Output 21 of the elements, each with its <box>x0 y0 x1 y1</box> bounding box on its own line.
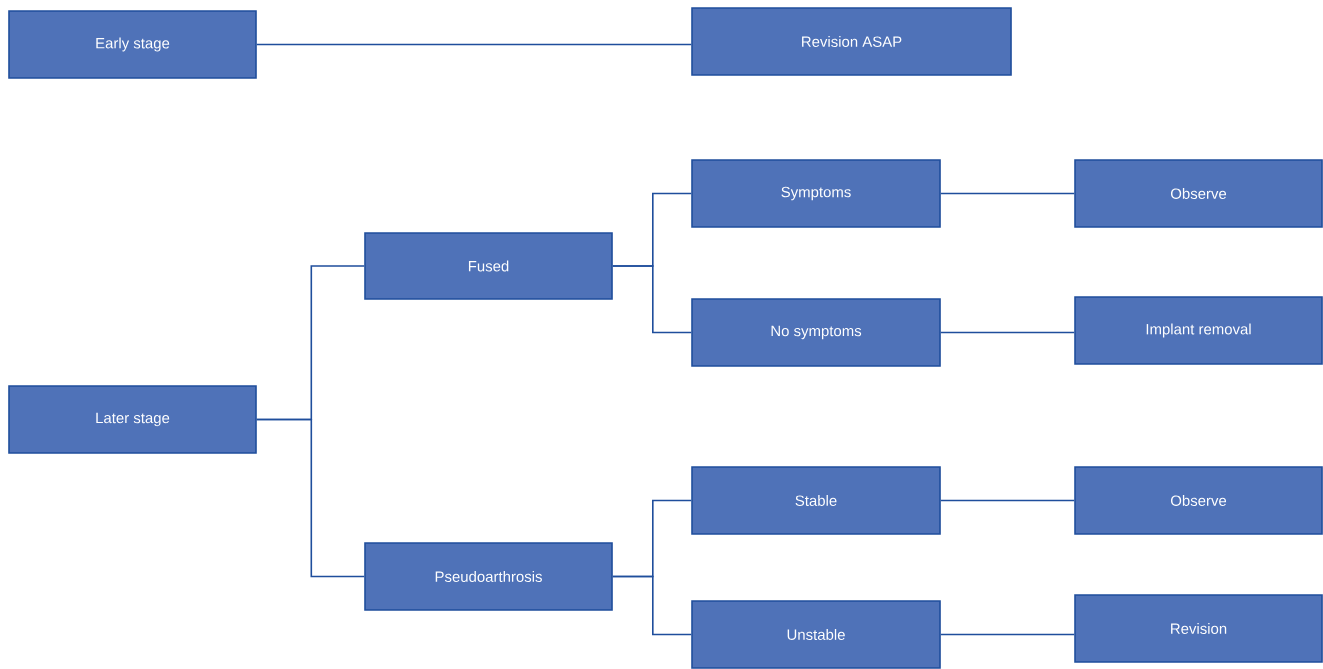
process-box: Revision <box>1074 594 1323 663</box>
process-box: Revision ASAP <box>691 7 1012 76</box>
process-box: Unstable <box>691 600 941 669</box>
process-box: Fused <box>364 232 613 300</box>
process-box: Implant removal <box>1074 296 1323 365</box>
connector-line <box>612 575 692 636</box>
connector-line <box>612 265 692 334</box>
process-box: Observe <box>1074 466 1323 535</box>
connector-line <box>940 331 1075 334</box>
process-box: Observe <box>1074 159 1323 228</box>
process-box: Stable <box>691 466 941 535</box>
connector-line <box>940 499 1075 502</box>
process-box: No symptoms <box>691 298 941 367</box>
process-box: Later stage <box>8 385 257 454</box>
connector-line <box>256 43 692 46</box>
connector-line <box>940 192 1075 195</box>
process-box: Symptoms <box>691 159 941 228</box>
process-box: Early stage <box>8 10 257 79</box>
connector-line <box>940 633 1075 636</box>
process-box: Pseudoarthrosis <box>364 542 613 611</box>
connector-line <box>256 418 365 578</box>
